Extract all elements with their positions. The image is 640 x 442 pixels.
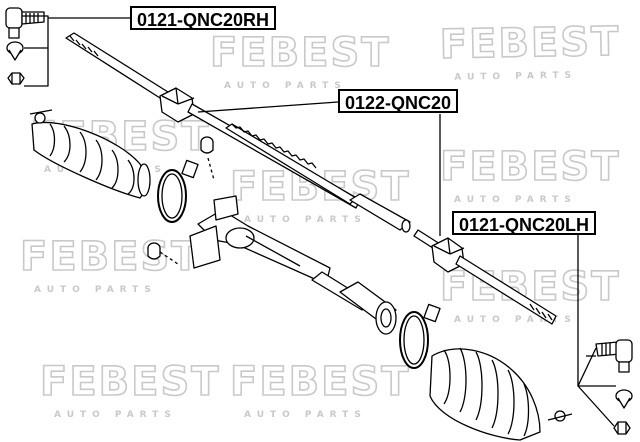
ball-joint-icon bbox=[6, 41, 24, 61]
tie-rod-end-rh-group bbox=[5, 7, 130, 87]
watermark-sub: AUTO PARTS bbox=[244, 215, 367, 225]
watermark-sub: AUTO PARTS bbox=[34, 285, 157, 295]
watermark-brand: FEBEST bbox=[210, 30, 391, 76]
castle-nut-icon bbox=[7, 72, 25, 85]
watermark-brand: FEBEST bbox=[230, 359, 411, 405]
watermark-brand: FEBEST bbox=[20, 234, 201, 280]
rack-end-icon bbox=[413, 229, 557, 325]
tie-rod-end-icon bbox=[595, 339, 633, 373]
part-label-rack-end: 0122-QNC20 bbox=[338, 89, 459, 113]
watermark-sub: AUTO PARTS bbox=[454, 71, 577, 83]
steering-rack-icon bbox=[189, 123, 411, 335]
watermark-sub: AUTO PARTS bbox=[454, 315, 577, 325]
steering-boot-icon bbox=[429, 347, 573, 441]
watermark-sub: AUTO PARTS bbox=[54, 410, 177, 420]
castle-nut-icon bbox=[613, 421, 631, 435]
tie-rod-end-icon bbox=[5, 7, 45, 39]
boot-clamp-icon bbox=[399, 303, 441, 369]
part-label-tie-rod-end-rh: 0121-QNC20RH bbox=[130, 6, 277, 30]
tie-rod-end-lh-group bbox=[577, 234, 633, 435]
steering-boot-icon bbox=[29, 109, 151, 199]
bushing-icon bbox=[147, 136, 215, 265]
watermark-sub: AUTO PARTS bbox=[454, 195, 577, 205]
rack-end-lower bbox=[413, 114, 557, 325]
watermark-brand: FEBEST bbox=[439, 19, 620, 68]
watermark-brand: FEBEST bbox=[440, 144, 621, 190]
watermark-sub: AUTO PARTS bbox=[244, 410, 367, 420]
boot-clamp-icon bbox=[157, 159, 199, 223]
watermark-sub: AUTO PARTS bbox=[224, 81, 347, 91]
part-label-tie-rod-end-lh: 0121-QNC20LH bbox=[452, 211, 597, 235]
watermark-brand: FEBEST bbox=[40, 359, 221, 405]
ball-joint-icon bbox=[615, 389, 633, 409]
